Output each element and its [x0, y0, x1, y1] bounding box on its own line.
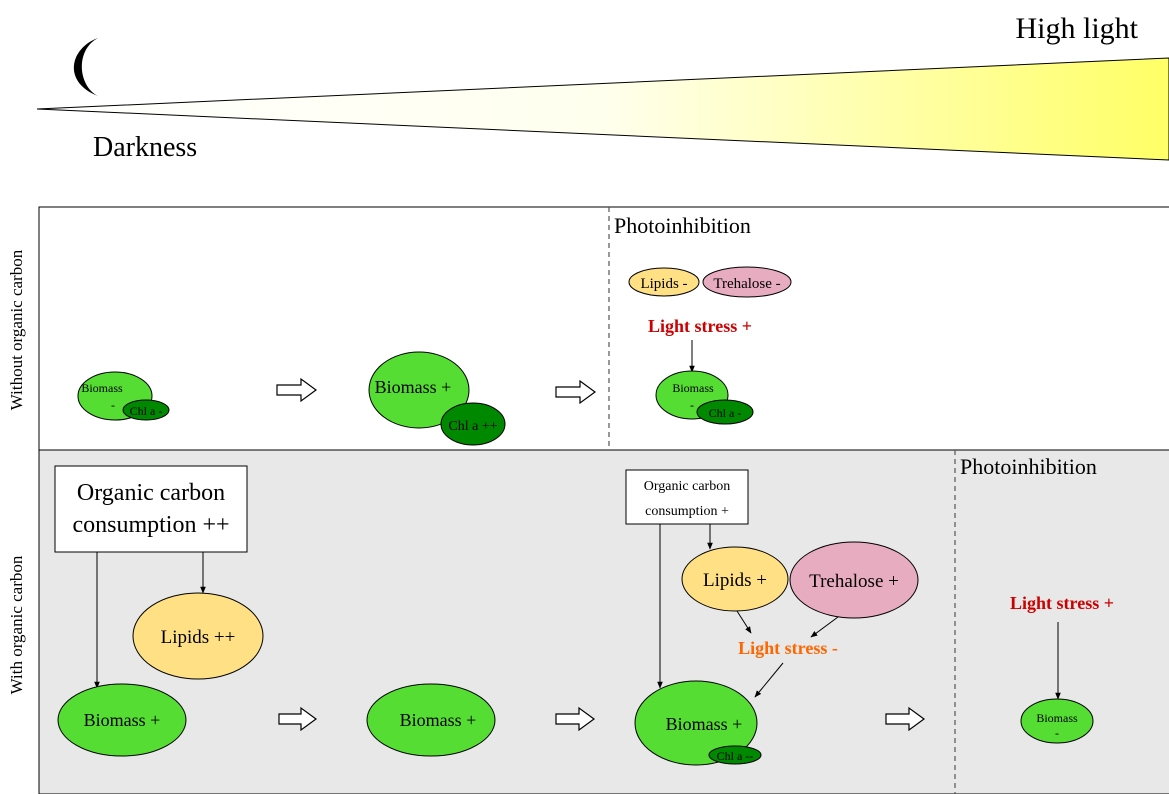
trehalose-label: Trehalose -: [713, 276, 780, 292]
biomass-label: Biomass +: [666, 714, 743, 734]
hollow-arrow-icon: [276, 377, 318, 403]
chl-a-cell: [122, 399, 170, 421]
trehalose-label: Trehalose +: [809, 571, 899, 592]
lipids-label: Lipids ++: [161, 627, 236, 648]
lipids-cell: [628, 267, 700, 297]
arrow-line: [754, 662, 784, 698]
hollow-arrow-icon: [885, 706, 926, 732]
biomass-cell: [1020, 698, 1094, 744]
row-without-frame: [38, 206, 1169, 451]
chl-a-cell: [708, 745, 762, 765]
hollow-arrow-icon: [278, 706, 318, 732]
organic-carbon-line1: Organic carbon: [77, 480, 225, 506]
arrow-line: [736, 610, 752, 634]
biomass-label: Biomass +: [400, 710, 477, 730]
biomass-cell: [57, 683, 187, 757]
high-light-label: High light: [1015, 12, 1138, 45]
chl-a-cell: [696, 399, 754, 425]
biomass-cell: [366, 683, 496, 757]
organic-carbon-box: [625, 469, 749, 525]
lipids-label: Lipids -: [640, 276, 687, 292]
biomass-cell: [368, 351, 470, 429]
row-without-organic-carbon: Without organic carbon Photoinhibition B…: [7, 206, 1169, 451]
photoinhibition-label-bottom: Photoinhibition: [960, 454, 1097, 479]
biomass-label: Biomass +: [84, 710, 161, 730]
organic-carbon-line1: Organic carbon: [644, 479, 730, 494]
light-stress-label: Light stress +: [648, 316, 752, 336]
light-stress-label: Light stress -: [738, 638, 838, 658]
trehalose-cell: [789, 541, 919, 619]
row-without-label: Without organic carbon: [7, 249, 26, 410]
biomass-label: Biomass +: [375, 377, 452, 397]
chl-a-label: Chl a --: [717, 749, 754, 763]
light-stress-label: Light stress +: [1010, 593, 1114, 613]
hollow-arrow-icon: [555, 379, 597, 405]
arrow-line: [810, 616, 839, 638]
lipids-cell: [681, 546, 789, 612]
biomass-label: Biomass: [81, 381, 123, 395]
chl-a-label: Chl a -: [130, 404, 163, 418]
organic-carbon-line2: consumption +: [645, 504, 729, 519]
hollow-arrow-icon: [555, 706, 596, 732]
biomass-label: Biomass: [672, 381, 714, 395]
biomass-cell: [634, 680, 758, 766]
biomass-label: Biomass: [1036, 711, 1078, 725]
chl-a-label: Chl a ++: [448, 419, 497, 434]
crescent-moon-icon: [73, 38, 98, 96]
biomass-sign: -: [690, 398, 694, 412]
row-with-label: With organic carbon: [7, 555, 26, 694]
chl-a-cell: [440, 402, 506, 446]
row-with-organic-carbon: With organic carbon Photoinhibition Orga…: [7, 449, 1169, 794]
lipids-cell: [132, 592, 264, 680]
lipids-label: Lipids +: [703, 570, 767, 591]
trehalose-cell: [702, 266, 792, 298]
organic-carbon-line2: consumption ++: [72, 512, 229, 538]
photoinhibition-label-top: Photoinhibition: [614, 213, 751, 238]
light-wedge: [36, 57, 1169, 161]
biomass-sign: -: [1055, 726, 1059, 740]
chl-a-label: Chl a -: [709, 406, 742, 420]
light-gradient: High light Darkness: [36, 12, 1169, 163]
organic-carbon-box: [54, 465, 248, 553]
biomass-sign: -: [111, 398, 115, 412]
darkness-label: Darkness: [93, 132, 197, 163]
